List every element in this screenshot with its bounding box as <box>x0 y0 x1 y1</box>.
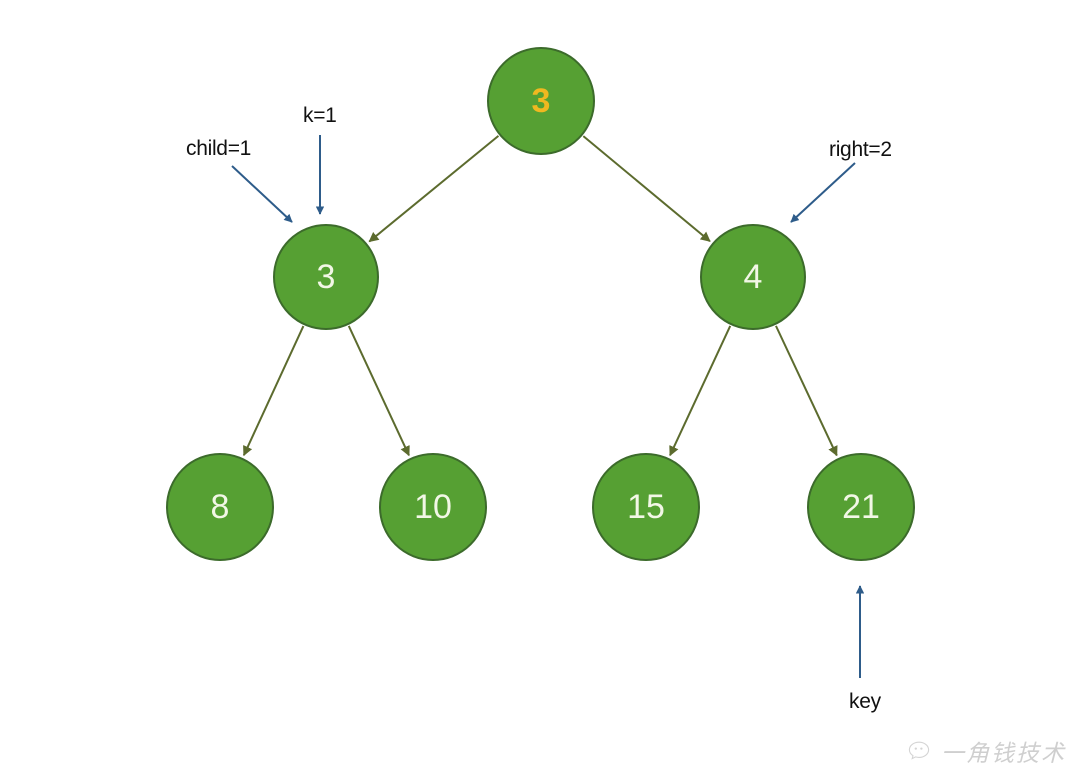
tree-node-label: 3 <box>531 82 551 120</box>
tree-edge-right-to-rl <box>669 325 732 457</box>
tree-edges <box>242 135 838 457</box>
tree-node-21-rr[interactable]: 21 <box>807 453 915 561</box>
tree-node-label: 4 <box>743 258 763 296</box>
tree-node-15-rl[interactable]: 15 <box>592 453 700 561</box>
annotation-label-key: key <box>849 690 881 713</box>
tree-edge-left-to-ll <box>242 325 305 457</box>
tree-node-10-lr[interactable]: 10 <box>379 453 487 561</box>
annotation-arrow-child <box>231 165 293 223</box>
annotation-label-child: child=1 <box>186 137 252 160</box>
tree-edge-right-to-rr <box>775 325 838 457</box>
tree-node-3-left[interactable]: 3 <box>273 224 379 330</box>
annotation-arrows <box>231 135 865 678</box>
wechat-icon <box>908 741 930 760</box>
tree-node-label: 8 <box>210 488 230 526</box>
tree-node-4-right[interactable]: 4 <box>700 224 806 330</box>
tree-node-label: 15 <box>627 488 665 526</box>
annotation-label-right-idx: right=2 <box>829 138 892 161</box>
tree-node-label: 10 <box>414 488 452 526</box>
tree-node-8-ll[interactable]: 8 <box>166 453 274 561</box>
tree-edge-left-to-lr <box>347 325 410 457</box>
tree-edge-root-to-left <box>368 135 500 243</box>
watermark: 一角钱技术 <box>906 734 1066 768</box>
watermark-text: 一角钱技术 <box>941 740 1066 766</box>
tree-node-label: 21 <box>842 488 880 526</box>
tree-node-3-root[interactable]: 3 <box>487 47 595 155</box>
annotation-label-k: k=1 <box>303 104 337 127</box>
annotation-arrow-right-idx <box>790 162 856 223</box>
tree-node-label: 3 <box>316 258 336 296</box>
tree-edge-root-to-right <box>582 135 711 242</box>
